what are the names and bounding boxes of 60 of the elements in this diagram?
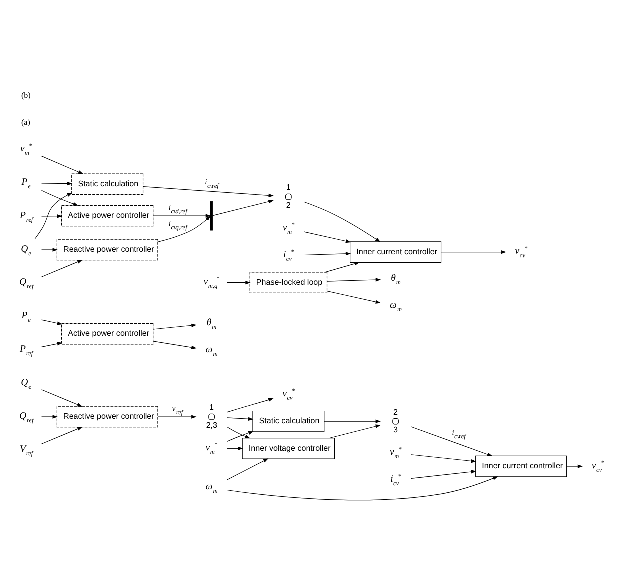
arrow	[411, 454, 477, 464]
arrow	[324, 262, 360, 273]
arrow	[304, 202, 381, 242]
node-text: ω$_{m}$	[390, 300, 402, 314]
node-text: P$_{ref}$	[20, 344, 34, 358]
arrow	[158, 216, 211, 242]
arrow	[41, 182, 73, 186]
node-text: P$_{e}$	[22, 176, 31, 190]
node-text: P$_{e}$	[22, 310, 31, 324]
node-text: Q$_{ref}$	[19, 410, 34, 424]
arrow	[41, 156, 84, 174]
arrow	[324, 420, 381, 424]
arrow	[41, 190, 78, 206]
label: (a)	[21, 118, 30, 127]
arrow	[304, 232, 352, 244]
arrow	[41, 427, 83, 444]
arrow	[566, 464, 584, 468]
node-text: Q$_{e}$	[21, 377, 32, 391]
arrow	[411, 470, 477, 479]
arrow	[153, 214, 212, 218]
arrow	[34, 192, 73, 240]
arrow	[226, 432, 254, 442]
node-text: θ$_{m}$	[391, 273, 401, 287]
arrow	[153, 324, 197, 330]
arrow	[226, 426, 250, 439]
arrow	[41, 415, 58, 419]
arrow	[441, 250, 506, 254]
arrow	[226, 476, 498, 501]
arrow	[327, 278, 382, 282]
node-text: V$_{ref}$	[20, 444, 34, 458]
node-switch	[392, 418, 399, 425]
arrow	[41, 248, 58, 252]
node-text: Q$_{ref}$	[19, 277, 34, 291]
arrow	[226, 417, 254, 422]
arrow	[41, 342, 63, 348]
node-bar	[210, 201, 213, 231]
node-text: ω$_{m}$	[206, 482, 218, 496]
arrow	[41, 260, 83, 278]
arrow	[226, 446, 244, 450]
arrow	[158, 415, 197, 419]
arrow	[226, 458, 269, 480]
arrow	[226, 281, 251, 285]
node-switch	[208, 414, 215, 420]
node-text: ω$_{m}$	[206, 344, 218, 358]
label: (b)	[21, 90, 31, 100]
arrow	[304, 252, 352, 256]
arrow	[41, 320, 63, 326]
arrow	[41, 390, 83, 407]
arrow	[212, 200, 274, 216]
arrow	[143, 186, 274, 198]
node-text: θ$_{m}$	[206, 317, 217, 331]
arrow	[411, 426, 493, 456]
node-text: Q$_{e}$	[21, 244, 32, 258]
node-text: P$_{ref}$	[20, 210, 34, 224]
arrow	[330, 424, 381, 439]
arrow	[41, 214, 63, 218]
arrow	[226, 398, 274, 413]
node-switch	[286, 194, 292, 200]
arrow	[327, 291, 382, 304]
arrow	[153, 341, 197, 350]
